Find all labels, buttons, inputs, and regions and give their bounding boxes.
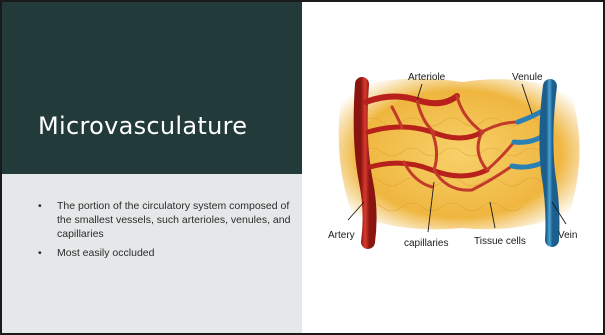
bullet-text: The portion of the circulatory system co…	[57, 200, 290, 240]
label-arteriole: Arteriole	[408, 72, 446, 83]
label-venule: Venule	[512, 72, 543, 83]
bullet-list: • The portion of the circulatory system …	[38, 199, 298, 265]
bullet-glyph: •	[38, 199, 42, 213]
label-tissue-cells: Tissue cells	[474, 236, 526, 247]
microvasculature-diagram: Arteriole Venule Artery capillaries Tiss…	[322, 62, 598, 262]
title-band: Microvasculature	[2, 2, 302, 174]
left-panel: Microvasculature • The portion of the ci…	[2, 2, 302, 333]
label-capillaries: capillaries	[404, 238, 448, 249]
bullet-glyph: •	[38, 246, 42, 260]
bullet-text: Most easily occluded	[57, 247, 154, 259]
diagram-svg: Arteriole Venule Artery capillaries Tiss…	[322, 62, 598, 262]
bullet-item: • The portion of the circulatory system …	[38, 199, 298, 241]
vein-vessel	[546, 86, 552, 240]
bullet-item: • Most easily occluded	[38, 246, 298, 260]
slide-title: Microvasculature	[38, 112, 247, 140]
label-vein: Vein	[558, 230, 577, 241]
label-artery: Artery	[328, 230, 355, 241]
